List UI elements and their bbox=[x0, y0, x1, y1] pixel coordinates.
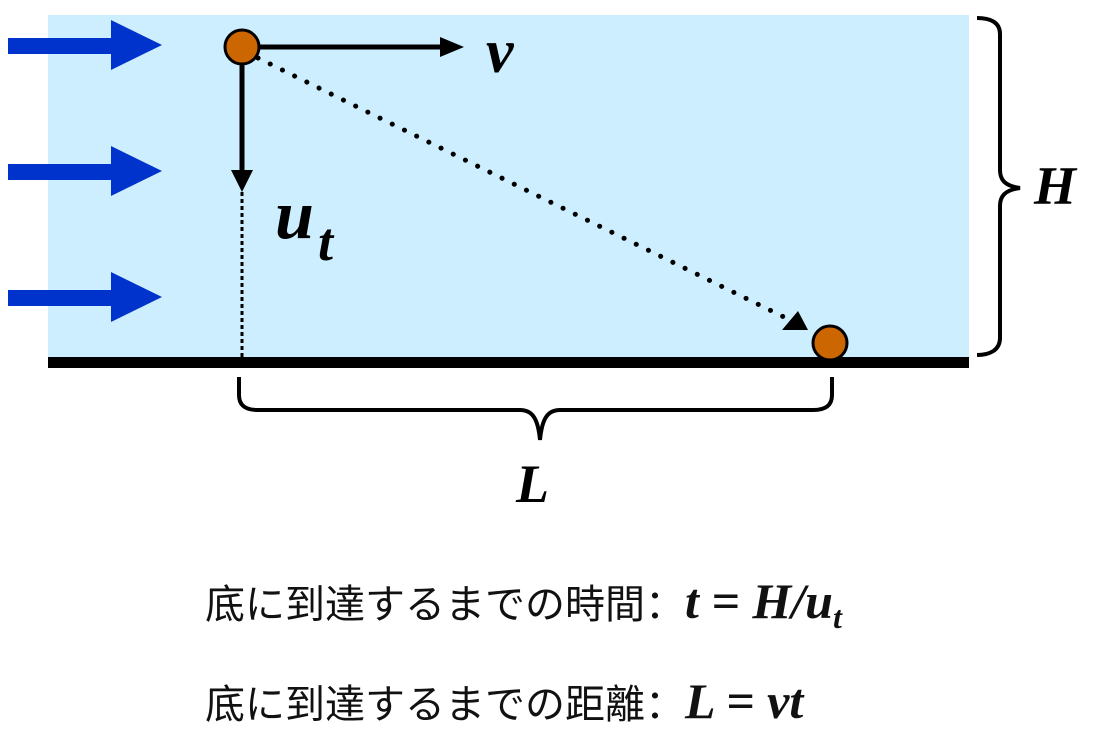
equation-distance: 底に到達するまでの距離：L = vt bbox=[205, 672, 803, 730]
height-brace bbox=[976, 16, 1021, 357]
equation-time-label: 底に到達するまでの時間： bbox=[205, 582, 685, 628]
floor-line bbox=[48, 357, 969, 368]
flow-arrow-icon bbox=[8, 146, 162, 196]
equation-time-expr: t = H/ut bbox=[685, 573, 842, 635]
equation-time: 底に到達するまでの時間：t = H/ut bbox=[205, 572, 842, 636]
particle-start bbox=[223, 28, 261, 66]
length-label: L bbox=[515, 454, 549, 514]
equation-distance-label: 底に到達するまでの距離： bbox=[205, 682, 685, 728]
particle-end bbox=[811, 324, 849, 362]
length-brace bbox=[237, 377, 834, 441]
settling-velocity-label: ut bbox=[275, 177, 335, 272]
equation-distance-expr: L = vt bbox=[685, 673, 804, 729]
flow-arrow-icon bbox=[8, 20, 162, 70]
flow-arrow-icon bbox=[8, 272, 162, 322]
height-label: H bbox=[1033, 156, 1078, 216]
velocity-v-label: v bbox=[486, 18, 515, 86]
fluid-region bbox=[48, 15, 969, 360]
trajectory-arrowhead-icon bbox=[782, 311, 808, 330]
